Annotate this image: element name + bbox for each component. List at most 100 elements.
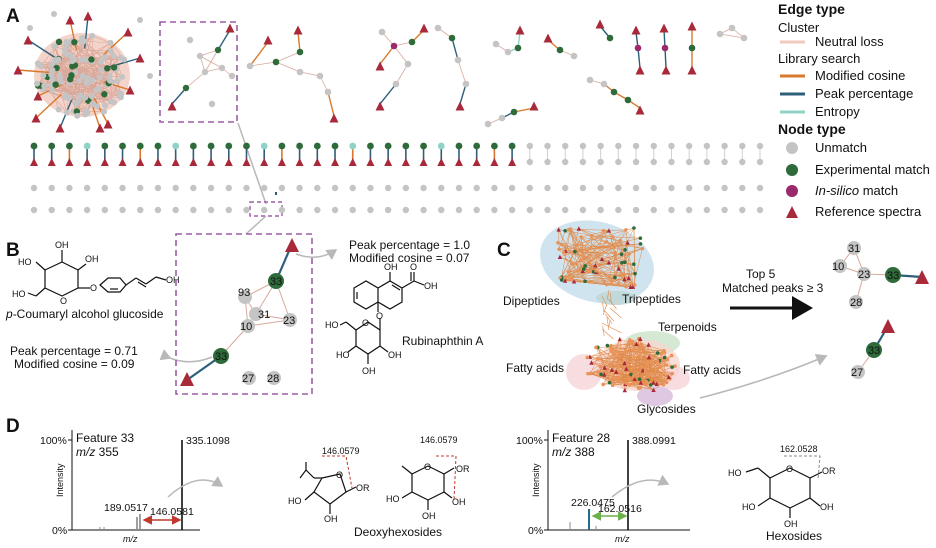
- network-node: [51, 43, 58, 50]
- network-node: [63, 38, 70, 45]
- reference-node: [571, 279, 577, 284]
- network-edge: [609, 292, 612, 304]
- network-node: [659, 351, 663, 356]
- network-node: [77, 92, 84, 99]
- y-tick-100: 100%: [516, 435, 543, 447]
- network-node: [40, 72, 47, 79]
- atom-label: O: [336, 470, 343, 480]
- network-node: [644, 380, 649, 384]
- network-node: [48, 206, 55, 214]
- network-node: [154, 206, 162, 214]
- reference-node: [659, 23, 669, 33]
- network-node: [662, 355, 667, 360]
- network-node: [624, 228, 628, 232]
- network-node: [645, 362, 649, 366]
- network-node: [590, 234, 594, 238]
- note-right-2: Modified cosine = 0.07: [349, 251, 470, 265]
- network-node: [650, 206, 657, 214]
- network-node: [63, 109, 70, 116]
- atom-label: OR: [356, 483, 370, 493]
- reference-node: [666, 374, 671, 380]
- loss-label: 146.0581: [150, 506, 194, 518]
- network-edge: [557, 242, 625, 280]
- network-node: [583, 279, 587, 284]
- reference-node: [543, 33, 553, 43]
- network-edge: [620, 229, 627, 241]
- network-node: [632, 158, 640, 166]
- network-node: [586, 76, 594, 84]
- structure-hexoside: [745, 455, 823, 518]
- network-node: [632, 184, 640, 192]
- network-node: [739, 142, 746, 150]
- reference-node: [454, 158, 463, 166]
- compound-name-left: p-Coumaryl alcohol glucoside: [5, 307, 164, 321]
- network-node: [473, 184, 480, 192]
- network-node: [557, 247, 561, 252]
- network-node: [632, 283, 637, 287]
- legend-modified-cosine: Modified cosine: [815, 68, 905, 83]
- network-node: [646, 372, 650, 377]
- reference-node: [260, 158, 269, 166]
- network-node: [246, 62, 254, 70]
- network-node: [70, 56, 77, 63]
- network-edge: [561, 271, 590, 278]
- reference-node: [490, 158, 499, 166]
- network-node: [278, 142, 286, 150]
- network-node: [349, 142, 357, 150]
- reference-node: [556, 227, 561, 232]
- network-node: [703, 142, 711, 150]
- network-node: [79, 34, 86, 41]
- reference-node: [687, 65, 697, 75]
- network-node: [685, 142, 693, 150]
- network-node: [620, 261, 624, 265]
- network-node: [272, 58, 280, 66]
- reference-node: [153, 158, 162, 166]
- network-node: [104, 65, 111, 72]
- reference-node: [366, 158, 375, 166]
- arrow-right-note: [295, 249, 338, 260]
- network-node: [473, 142, 481, 150]
- network-edge: [637, 47, 641, 69]
- network-node: [634, 44, 642, 52]
- network-node: [378, 28, 386, 36]
- atom-label: OH: [452, 497, 466, 507]
- network-node: [609, 349, 614, 354]
- network-edge: [602, 352, 625, 385]
- feature-label: Feature 28: [552, 431, 610, 445]
- network-node: [624, 284, 628, 289]
- node-label: 33: [270, 276, 282, 288]
- caption-deoxyhexosides: Deoxyhexosides: [354, 525, 442, 539]
- network-edge: [249, 61, 277, 67]
- network-edge: [568, 228, 580, 272]
- network-edge: [578, 228, 643, 249]
- network-node: [473, 206, 480, 214]
- note-left-2: Modified cosine = 0.09: [14, 357, 135, 371]
- network-node: [599, 372, 603, 377]
- network-edge: [297, 31, 301, 53]
- node-pairs-row: [30, 142, 764, 166]
- network-node: [491, 184, 498, 192]
- network-edge: [629, 343, 632, 380]
- network-node: [579, 184, 587, 192]
- network-node: [296, 68, 304, 76]
- atom-label: OR: [822, 466, 836, 476]
- network-node: [30, 142, 38, 150]
- network-edge: [601, 322, 622, 334]
- network-node: [632, 226, 636, 230]
- node-label: 28: [267, 373, 279, 385]
- peak-low-label: 189.0517: [104, 502, 148, 514]
- network-node: [601, 382, 605, 387]
- network-node: [455, 184, 463, 192]
- atom-label: O: [362, 318, 369, 328]
- network-node: [154, 142, 162, 150]
- reference-node: [687, 21, 697, 31]
- network-node: [107, 39, 114, 46]
- network-node: [605, 343, 610, 348]
- network-node: [94, 103, 101, 110]
- reference-node: [171, 158, 180, 166]
- network-node: [640, 342, 644, 347]
- network-node: [670, 371, 674, 376]
- reference-node: [609, 367, 615, 372]
- network-edge: [558, 230, 566, 250]
